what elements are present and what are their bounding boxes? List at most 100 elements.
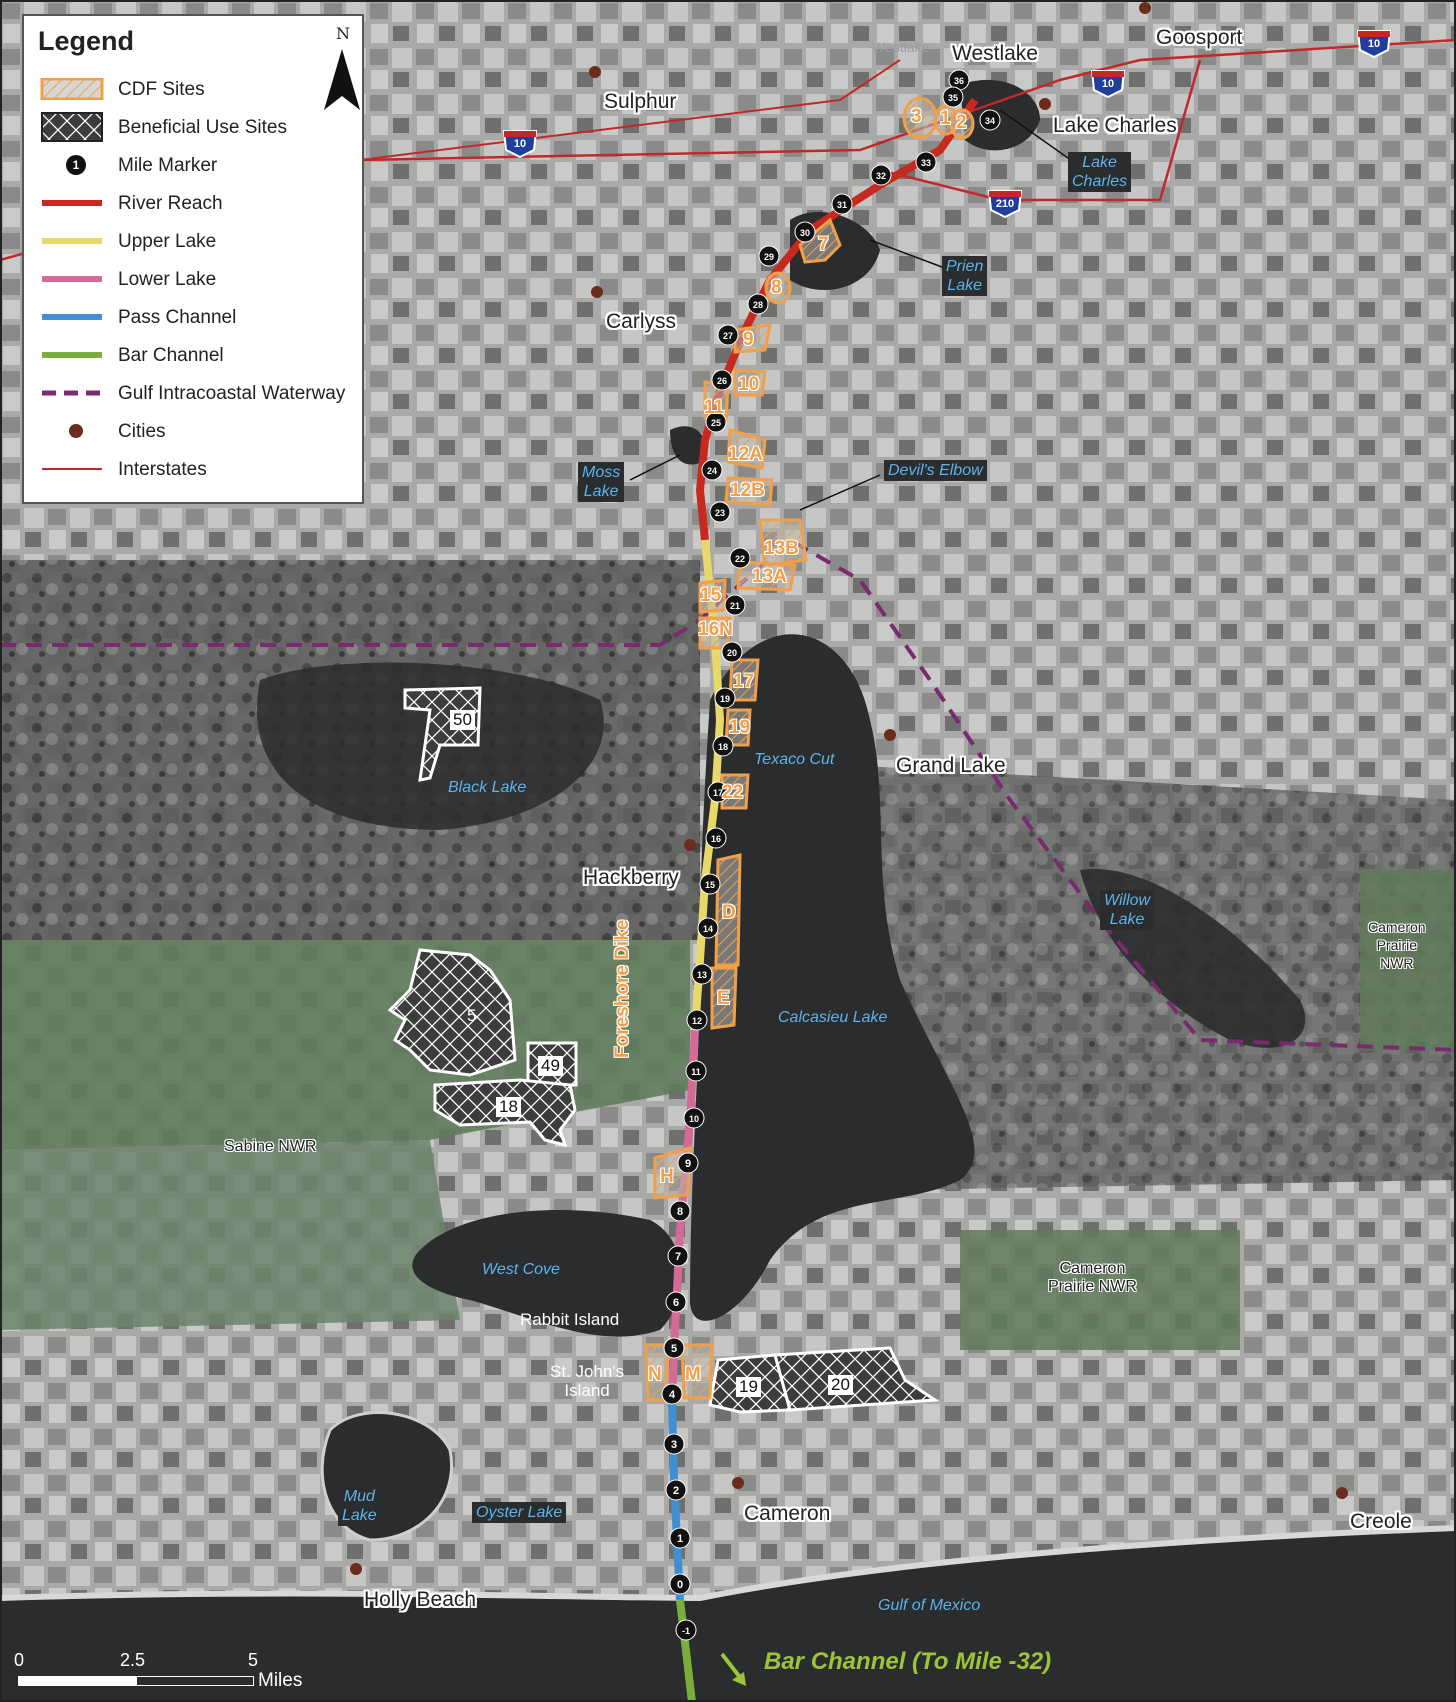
bu-label-20: 20 xyxy=(828,1375,853,1395)
cdf-label-12A: 12A xyxy=(728,444,763,465)
water-label-oyster-lake: Oyster Lake xyxy=(472,1502,567,1523)
mile-marker-32: 32 xyxy=(870,164,892,186)
mile-marker-7: 7 xyxy=(667,1245,689,1267)
legend-label: CDF Sites xyxy=(118,79,205,100)
mile-marker-label: 8 xyxy=(677,1206,683,1218)
mile-marker-label: 24 xyxy=(707,466,717,476)
water-label-calcasieu-lake: Calcasieu Lake xyxy=(778,1009,888,1026)
bu-label-18: 18 xyxy=(496,1097,521,1117)
bu-label-5: 5 xyxy=(467,1006,477,1025)
city-dots xyxy=(350,2,1348,1575)
label-foreshore-dike: Foreshore Dike xyxy=(612,919,633,1058)
cdf-label-22: 22 xyxy=(722,782,744,803)
mile-marker-label: 22 xyxy=(735,554,745,564)
legend-label: Mile Marker xyxy=(118,155,218,176)
cdf-site-13B[interactable] xyxy=(758,518,808,567)
mile-marker-label: 7 xyxy=(675,1251,681,1263)
mile-marker-0: 0 xyxy=(669,1573,691,1595)
bar-channel-swatch xyxy=(42,352,102,358)
mile-marker-label: 21 xyxy=(730,601,740,611)
mile-marker-31: 31 xyxy=(831,193,853,215)
label-sabine-nwr: Sabine NWR xyxy=(224,1138,317,1155)
water-label-lake-charles: Lake Charles xyxy=(1068,152,1132,192)
cdf-site-15[interactable] xyxy=(698,578,727,614)
mile-marker-icon: 1 xyxy=(66,155,86,175)
cdf-site-8[interactable] xyxy=(764,271,792,305)
water-label-moss-lake: Moss Lake xyxy=(578,462,625,502)
cdf-site-M[interactable] xyxy=(680,1343,714,1400)
legend-label: Beneficial Use Sites xyxy=(118,117,287,138)
mile-marker-label: 11 xyxy=(691,1067,701,1077)
scale-tick-2-5: 2.5 xyxy=(120,1650,146,1670)
label-st-johns-island: St. John's Island xyxy=(550,1362,625,1400)
mile-marker-11: 11 xyxy=(685,1060,707,1082)
cdf-site-12B[interactable] xyxy=(724,476,774,507)
scale-bar: 0 2.5 5 Miles xyxy=(14,1650,344,1698)
mile-marker-12: 12 xyxy=(686,1009,708,1031)
mile-marker-20: 20 xyxy=(721,641,743,663)
mile-marker-25: 25 xyxy=(705,411,727,433)
cdf-site-9[interactable] xyxy=(733,323,772,354)
cdf-site-17[interactable] xyxy=(728,658,760,702)
mile-marker-30: 30 xyxy=(794,221,816,243)
mile-marker-label: 28 xyxy=(753,300,763,310)
label-cameron-prairie-nwr: Cameron Prairie NWR xyxy=(1048,1260,1137,1295)
gulf-of-mexico-water xyxy=(0,1530,1456,1702)
leader-devils-elbow xyxy=(799,474,881,511)
interstate-210-shield: 210 xyxy=(985,188,1025,219)
bu-label-19: 19 xyxy=(736,1377,761,1397)
mile-marker-label: 1 xyxy=(677,1533,683,1545)
mile-marker-16: 16 xyxy=(705,827,727,849)
cdf-site-12A[interactable] xyxy=(726,428,767,470)
mile-marker-label: 14 xyxy=(703,924,713,934)
cdf-site-13A[interactable] xyxy=(736,560,797,592)
mile-marker-label: 34 xyxy=(985,116,995,126)
cameron-prairie-nwr-area xyxy=(960,1230,1240,1350)
interstate-10-shield-west: 10 xyxy=(500,128,540,159)
north-letter: N xyxy=(336,24,350,43)
mile-marker-17: 17 xyxy=(707,781,729,803)
legend-item-interstates: Interstates xyxy=(36,450,356,486)
cdf-site-2[interactable] xyxy=(949,108,975,140)
north-arrow-icon xyxy=(324,49,360,110)
legend-label: Lower Lake xyxy=(118,269,217,290)
bar-channel-line xyxy=(676,1599,696,1702)
mile-marker-35: 35 xyxy=(942,86,964,108)
calcasieu-lake-water xyxy=(690,634,975,1321)
mile-marker-9: 9 xyxy=(677,1152,699,1174)
city-label-goosport: Goosport xyxy=(1156,26,1243,49)
cdf-site-10[interactable] xyxy=(733,368,767,397)
mile-markers: 3635343332313029282726252423222120191817… xyxy=(661,69,1001,1641)
bu-label-50: 50 xyxy=(450,710,475,730)
mile-marker-19: 19 xyxy=(714,687,736,709)
mile-marker-36: 36 xyxy=(948,69,970,91)
mile-marker-label: 35 xyxy=(948,93,958,103)
mile-marker-15: 15 xyxy=(699,873,721,895)
city-label-carlyss: Carlyss xyxy=(606,310,677,333)
cdf-label-16N: 16N xyxy=(698,619,733,640)
cdf-site-7[interactable] xyxy=(798,217,842,264)
legend-label: Upper Lake xyxy=(118,231,217,252)
legend-item-beneficial-use: Beneficial Use Sites xyxy=(36,108,356,144)
mile-marker-label: 3 xyxy=(671,1439,677,1451)
city-label-creole: Creole xyxy=(1350,1510,1412,1533)
leader-prien-lake xyxy=(869,239,951,271)
upper-lake-swatch xyxy=(42,238,102,244)
mile-marker-14: 14 xyxy=(697,917,719,939)
cdf-site-E[interactable] xyxy=(710,966,738,1030)
cdf-label-11: 11 xyxy=(704,397,725,418)
bu-site-5[interactable] xyxy=(387,948,517,1077)
mile-marker-label: 5 xyxy=(671,1343,677,1355)
lake-charles-water xyxy=(960,79,1040,151)
legend-item-cdf-sites: CDF Sites xyxy=(36,70,356,106)
water-label-devils-elbow: Devil's Elbow xyxy=(884,460,987,481)
mile-marker-27: 27 xyxy=(717,324,739,346)
cdf-site-19[interactable] xyxy=(724,708,752,747)
giww-line xyxy=(0,537,1456,1052)
mile-marker-label: 12 xyxy=(692,1016,702,1026)
bu-site-20[interactable] xyxy=(773,1346,940,1412)
mile-marker-13: 13 xyxy=(691,963,713,985)
lower-lake-swatch xyxy=(42,276,102,282)
